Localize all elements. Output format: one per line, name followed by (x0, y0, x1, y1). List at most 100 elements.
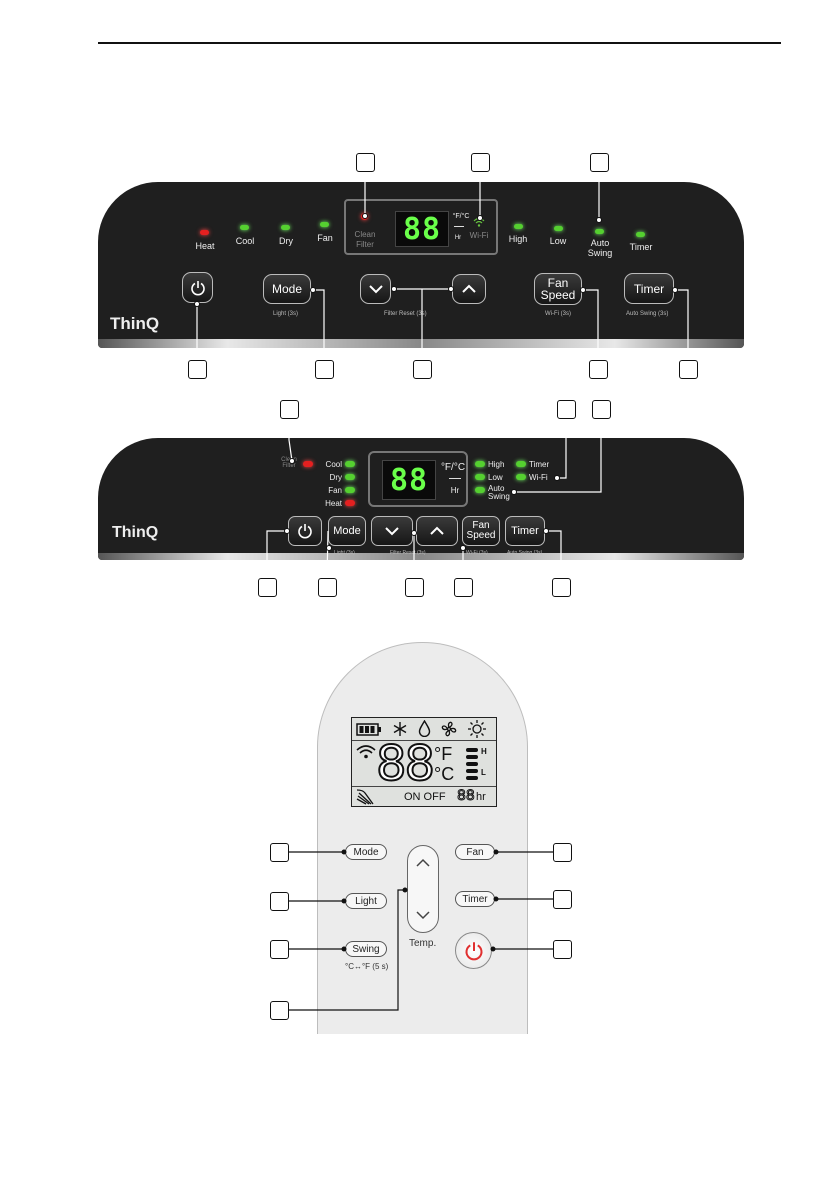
timer-button[interactable]: Timer (624, 273, 674, 304)
callout-box (270, 892, 289, 911)
cool-label: Cool (235, 236, 255, 246)
unit-label: °F/°C (452, 213, 470, 220)
callout-box (270, 1001, 289, 1020)
callout-box (553, 890, 572, 909)
fan-icon (441, 721, 457, 737)
power-icon (190, 280, 205, 295)
temp-up-button-b[interactable] (416, 516, 458, 546)
display-frame-b (368, 451, 468, 507)
heat-label: Heat (195, 241, 215, 251)
sun-icon (468, 720, 486, 738)
droplet-icon (418, 720, 431, 737)
hr-label-b: Hr (450, 486, 460, 495)
remote-power-button[interactable] (455, 932, 492, 969)
callout-box (590, 153, 609, 172)
remote-onoff-label: ON OFF (404, 791, 446, 803)
callout-box (356, 153, 375, 172)
unit-divider (454, 226, 464, 227)
callout-box (552, 578, 571, 597)
callout-box (270, 940, 289, 959)
low-label-b: Low (488, 473, 503, 482)
remote-high-label: H (481, 747, 487, 756)
light-3s-label-b: Light (3s) (334, 550, 355, 556)
chevron-up-icon (430, 526, 444, 535)
callout-box (557, 400, 576, 419)
fan-led (320, 222, 329, 227)
timer-led (636, 232, 645, 237)
high-led (514, 224, 523, 229)
snowflake-icon (393, 722, 407, 736)
thinq-logo-b: ThinQ (112, 524, 159, 541)
remote-deg-f: °F (434, 744, 453, 764)
callout-box (315, 360, 334, 379)
high-label: High (508, 234, 528, 244)
remote-low-label: L (481, 768, 486, 777)
fan-speed-button-b[interactable]: Fan Speed (462, 516, 500, 546)
callout-box (589, 360, 608, 379)
temp-rocker[interactable] (407, 845, 439, 933)
swing-unit-note: °C↔°F (5 s) (345, 962, 389, 971)
unit-divider-b (449, 478, 461, 479)
chevron-down-icon (416, 911, 430, 920)
auto-swing-led (595, 229, 604, 234)
filter-reset-label-b: Filter Reset (3s) (390, 550, 426, 556)
remote-lcd-divider-top (352, 740, 496, 741)
clean-filter-label: Clean Filter (354, 230, 376, 249)
callout-box (413, 360, 432, 379)
fan-label-b: Fan (328, 486, 342, 495)
power-button[interactable] (182, 272, 213, 303)
wifi-3s-label: Wi-Fi (3s) (545, 311, 571, 317)
callout-box (258, 578, 277, 597)
temp-down-button[interactable] (360, 274, 391, 304)
low-led (554, 226, 563, 231)
callout-box (454, 578, 473, 597)
temp-up-button[interactable] (452, 274, 486, 304)
control-panel-top (98, 182, 744, 348)
callout-box (679, 360, 698, 379)
timer-led-b (516, 461, 526, 467)
auto-swing-label-b: Auto Swing (488, 484, 510, 501)
low-label: Low (549, 236, 567, 246)
remote-swing-button[interactable]: Swing (345, 941, 387, 957)
callout-box (405, 578, 424, 597)
mode-button[interactable]: Mode (263, 274, 311, 304)
wifi-label: Wi-Fi (469, 231, 489, 240)
temp-down-button-b[interactable] (371, 516, 413, 546)
power-icon (298, 524, 312, 539)
high-label-b: High (488, 460, 505, 469)
heat-led-b (345, 500, 355, 506)
header-rule (98, 42, 781, 44)
light-3s-label: Light (3s) (273, 311, 299, 317)
power-icon (465, 941, 482, 960)
remote-hr-label: hr (476, 791, 486, 803)
unit-label-b: °F/°C (440, 462, 466, 473)
callout-box (318, 578, 337, 597)
callout-box (553, 940, 572, 959)
fan-label: Fan (317, 233, 333, 243)
swing-icon (356, 789, 374, 805)
dry-led-b (345, 474, 355, 480)
remote-lcd-divider-bottom (352, 786, 496, 787)
cool-led-b (345, 461, 355, 467)
mode-button-b[interactable]: Mode (328, 516, 366, 546)
clean-filter-led-b (303, 461, 313, 467)
dry-led (281, 225, 290, 230)
auto-swing-3s-label-b: Auto Swing (3s) (507, 550, 543, 556)
timer-button-b[interactable]: Timer (505, 516, 545, 546)
chevron-down-icon (385, 527, 399, 536)
temperature-display-b: 88 (382, 460, 436, 500)
callout-box (592, 400, 611, 419)
battery-icon (356, 723, 381, 736)
fan-speed-button[interactable]: Fan Speed (534, 273, 582, 305)
chrome-trim (98, 339, 744, 348)
wifi-led-b (516, 474, 526, 480)
remote-temp-digits: 88 (375, 736, 436, 792)
callout-box (471, 153, 490, 172)
chrome-trim (98, 553, 744, 560)
remote-timer-button[interactable]: Timer (455, 891, 495, 907)
wifi-3s-label-b: Wi-Fi (3s) (466, 550, 488, 556)
hr-label: Hr (454, 235, 462, 241)
wifi-label-b: Wi-Fi (529, 473, 548, 482)
remote-deg-c: °C (434, 764, 455, 784)
